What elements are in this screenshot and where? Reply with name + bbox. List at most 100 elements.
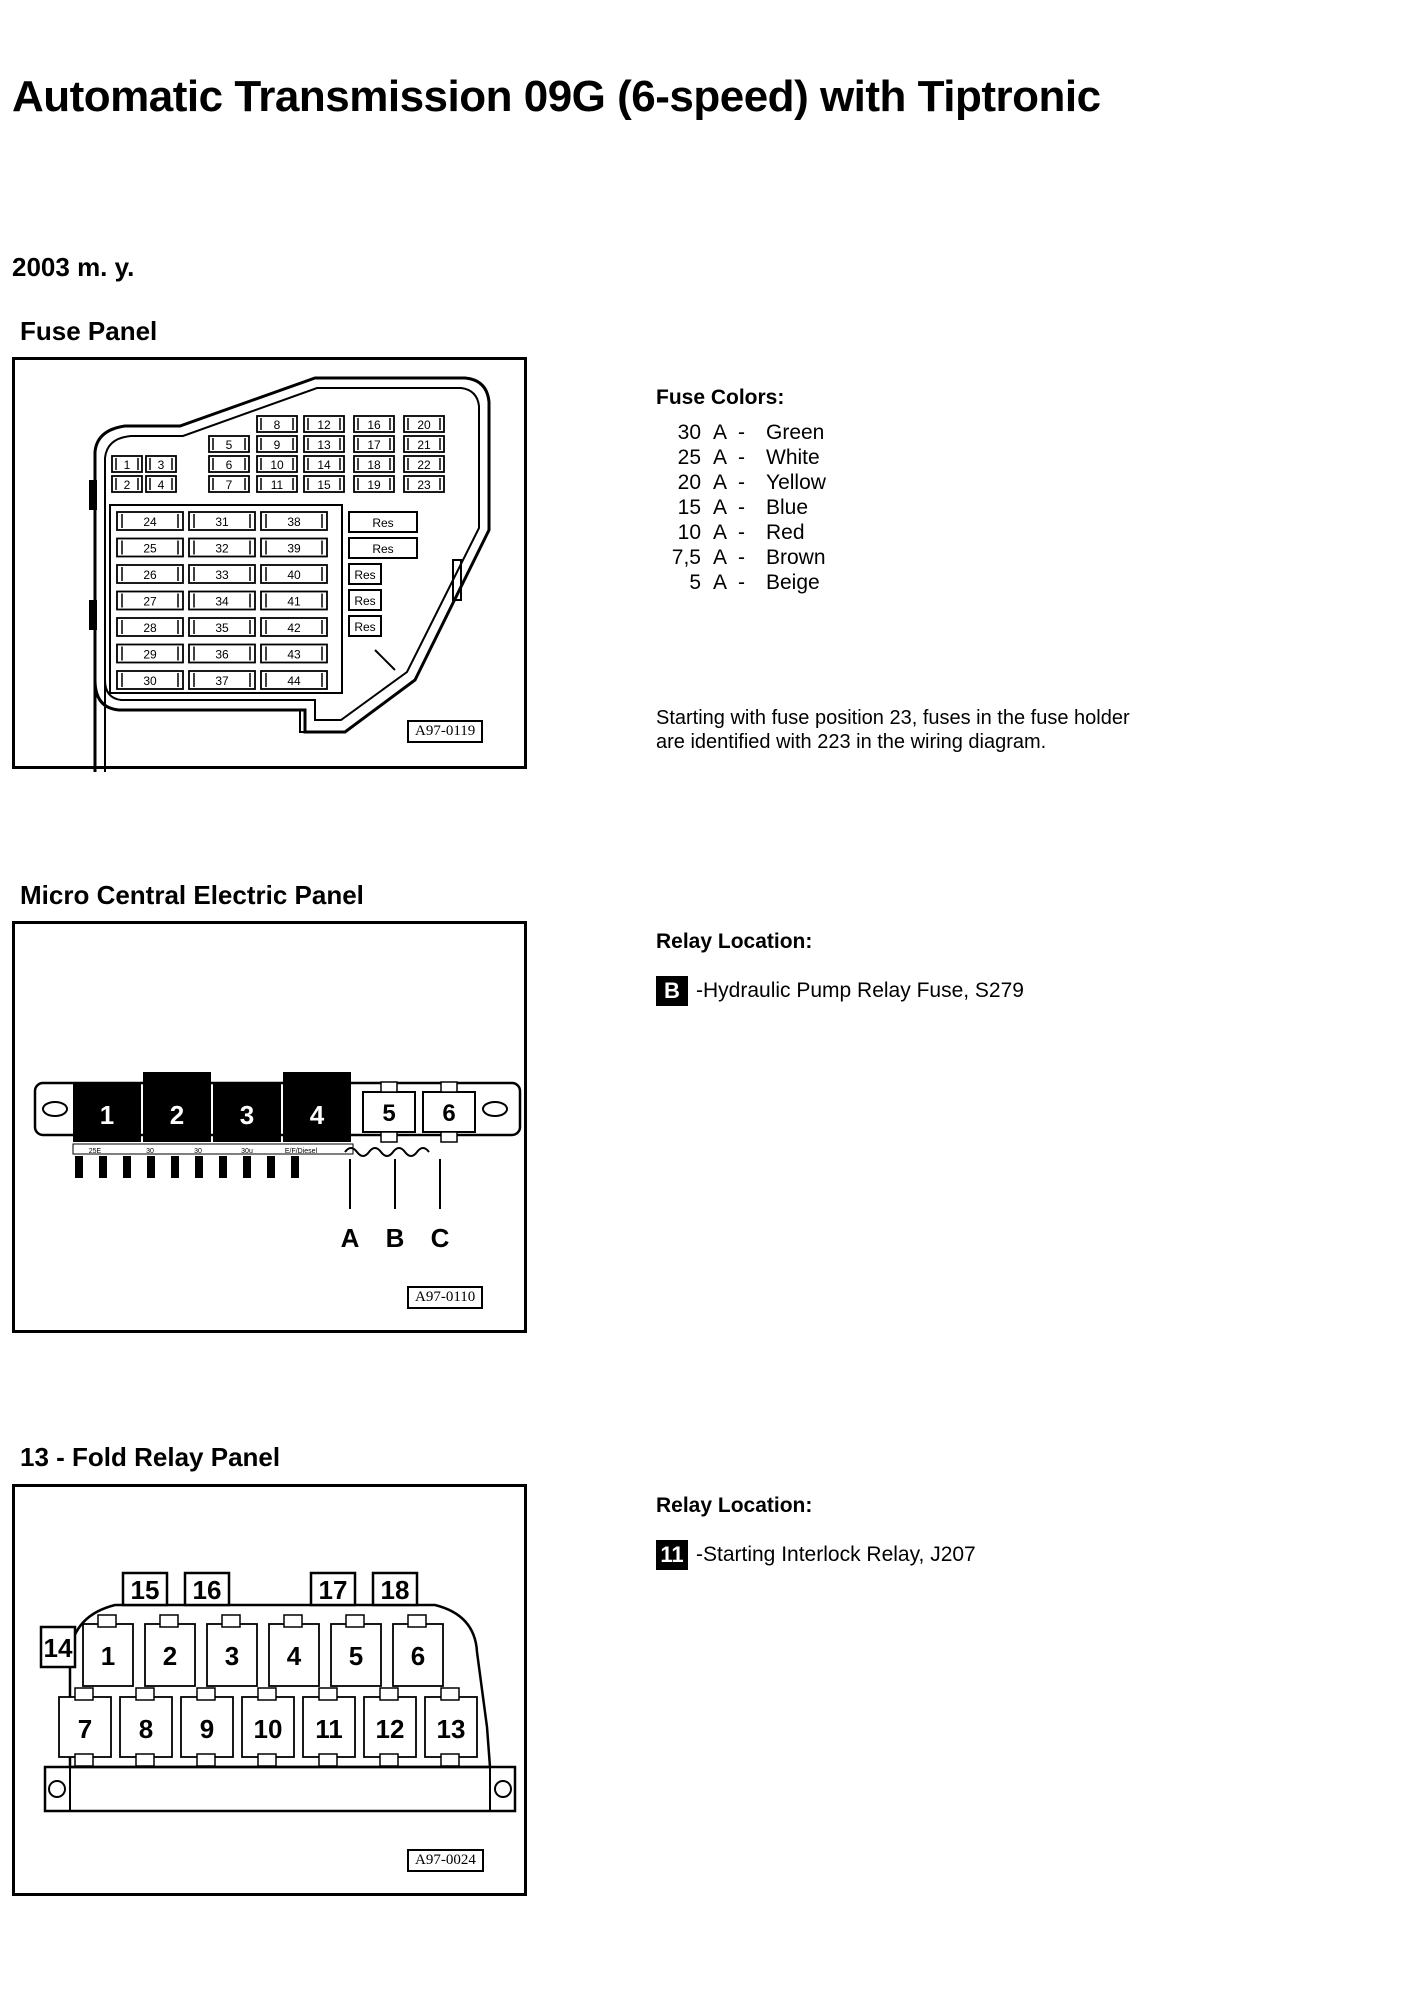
fuse-slot [256, 475, 298, 493]
fuse-slot [116, 643, 184, 664]
fuse-label: 31 [215, 515, 229, 529]
fuse-slot [208, 475, 250, 493]
pin [99, 1156, 107, 1178]
pin [75, 1156, 83, 1178]
fuse-slot [403, 415, 445, 433]
relay-pin [440, 1081, 458, 1093]
small-label: 30u [241, 1148, 253, 1155]
pin [267, 1156, 275, 1178]
fuse-label: 19 [367, 478, 381, 492]
fuse-slot [403, 475, 445, 493]
fuse-slot [111, 455, 143, 473]
base-plate [43, 1765, 517, 1813]
relay-pin [221, 1614, 241, 1628]
fuse-label: 34 [215, 595, 229, 609]
fuse-label: 18 [367, 458, 381, 472]
relay-socket [82, 1623, 134, 1687]
model-year: 2003 m. y. [12, 252, 135, 282]
fuse-color-amps: 25 [677, 446, 701, 469]
fuse-slot [256, 435, 298, 453]
fuse-label: 13 [317, 438, 331, 452]
fuse-wave [344, 1147, 430, 1157]
relay-label: 18 [381, 1575, 410, 1605]
micro-relay-item: B -Hydraulic Pump Relay Fuse, S279 [656, 976, 1024, 1006]
fuse-slot [208, 435, 250, 453]
res-label: Res [372, 542, 393, 556]
micro-relay-block: Relay Location: B -Hydraulic Pump Relay … [656, 930, 1024, 1006]
fuse-slot [116, 617, 184, 637]
pin [243, 1156, 251, 1178]
fuse-color-amps: 7,5 [671, 546, 701, 569]
fuse-note: Starting with fuse position 23, fuses in… [656, 706, 1130, 754]
fuse-slot [260, 511, 328, 531]
fuse-color-amps: 30 [677, 421, 701, 444]
res-label: Res [354, 594, 375, 608]
fuse-color-amps: 20 [677, 471, 701, 494]
fuse-label: 29 [143, 648, 157, 662]
pin [195, 1156, 203, 1178]
pin [171, 1156, 179, 1178]
fuse-slot [353, 415, 395, 433]
res-slot [348, 615, 382, 637]
res-label: Res [372, 516, 393, 530]
relay-text: -Starting Interlock Relay, J207 [696, 1543, 976, 1566]
relay-box [39, 1625, 77, 1669]
relay-label: 1 [101, 1641, 115, 1671]
relay-badge: 11 [656, 1540, 688, 1570]
relay-pin [196, 1687, 216, 1701]
fuse-slot [303, 415, 345, 433]
fuse-color-amps: 15 [677, 496, 701, 519]
relay-box [121, 1571, 169, 1607]
small-label: 25E [89, 1148, 102, 1155]
relay-pin [135, 1687, 155, 1701]
fuse-label: 27 [143, 595, 157, 609]
fuse-slot [116, 511, 184, 531]
relay-label: 9 [200, 1714, 214, 1744]
relay-label: 4 [287, 1641, 302, 1671]
fuse-color-color: Red [766, 521, 805, 544]
fuse-label: 3 [158, 458, 165, 472]
fuse-label: 25 [143, 542, 157, 556]
fuse-label: 12 [317, 418, 331, 432]
fuse-slot [260, 564, 328, 584]
fuse-slot [303, 455, 345, 473]
fuse-color-dash: - [738, 446, 745, 469]
fuse-color-color: Beige [766, 571, 820, 594]
fuse-color-dash: - [738, 521, 745, 544]
mount-hole [42, 1101, 68, 1117]
fuse-slot [260, 670, 328, 690]
fuse-color-dash: - [738, 496, 745, 519]
relay-label: 12 [376, 1714, 405, 1744]
fuse-label: 5 [226, 438, 233, 452]
fuse-slot [188, 670, 256, 690]
fuse-slot [260, 590, 328, 611]
relay-block [143, 1072, 211, 1142]
fuse-color-color: Yellow [766, 471, 826, 494]
fuse-color-unit: A [713, 546, 728, 569]
relay-label: 10 [254, 1714, 283, 1744]
fold-relay-item: 11 -Starting Interlock Relay, J207 [656, 1540, 976, 1570]
fuse-label: 7 [226, 478, 233, 492]
relay-socket [363, 1696, 417, 1758]
pin [291, 1156, 299, 1178]
fuse-label: 33 [215, 568, 229, 582]
relay-label: 15 [131, 1575, 160, 1605]
res-label: Res [354, 568, 375, 582]
mount-hole [482, 1101, 508, 1117]
fuse-color-color: Brown [766, 546, 826, 569]
side-tab [89, 480, 97, 510]
relay-pin [135, 1753, 155, 1767]
relay-pin [74, 1687, 94, 1701]
relay-label: 1 [100, 1100, 114, 1130]
relay-label: 6 [442, 1100, 455, 1127]
fuse-slot [188, 617, 256, 637]
fuse-label: 32 [215, 542, 229, 556]
relay-pin [74, 1753, 94, 1767]
clip [374, 649, 396, 671]
page-title: Automatic Transmission 09G (6-speed) wit… [12, 72, 1101, 121]
